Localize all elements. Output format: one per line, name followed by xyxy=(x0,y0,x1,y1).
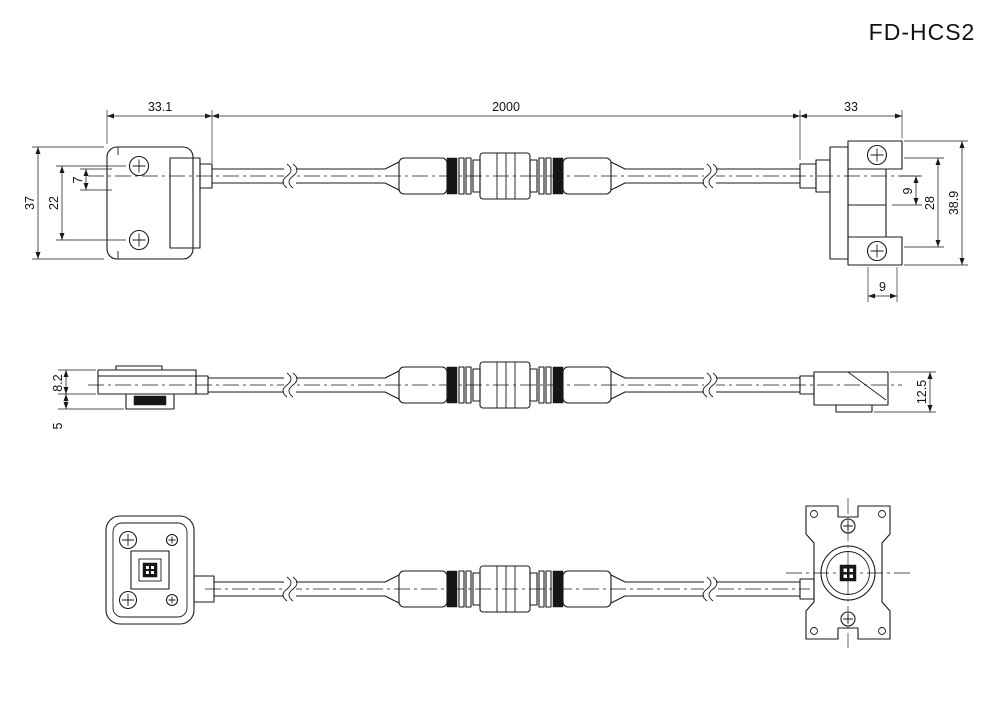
cable-break-icon xyxy=(702,372,718,398)
dim-label: 9 xyxy=(879,280,886,294)
dim-left-cable-offset: 7 xyxy=(71,168,112,191)
dim-side-left-body-height: 8.2 xyxy=(51,369,96,395)
dim-right-connector-width: 33 xyxy=(800,100,903,138)
dim-label: 7 xyxy=(71,176,85,183)
top-view xyxy=(88,140,920,266)
right-connector-side-view xyxy=(799,371,889,413)
dim-right-cable-offset: 9 xyxy=(892,175,922,206)
dim-label: 33 xyxy=(844,100,858,114)
screw-icon xyxy=(128,229,150,251)
dim-cable-length: 2000 xyxy=(212,100,801,160)
cable-break-icon xyxy=(282,163,298,189)
dim-side-right-overall-height: 12.5 xyxy=(874,371,936,413)
cable-side-view xyxy=(207,372,801,398)
dim-label: 33.1 xyxy=(148,100,172,114)
dim-left-overall-height: 37 xyxy=(23,146,104,260)
screw-icon xyxy=(840,611,856,627)
dim-label: 2000 xyxy=(492,100,520,114)
dim-label: 5 xyxy=(51,422,65,429)
drawing-title: FD-HCS2 xyxy=(869,19,976,45)
screw-icon xyxy=(118,590,138,610)
side-view xyxy=(88,361,902,413)
connector-pins xyxy=(146,566,154,574)
dim-label: 12.5 xyxy=(915,380,929,404)
right-connector-top-view xyxy=(799,140,903,266)
left-connector-front-view xyxy=(105,515,215,625)
connector-pins xyxy=(843,568,853,578)
front-view xyxy=(105,498,910,648)
cable-break-icon xyxy=(282,576,298,602)
screw-icon xyxy=(840,518,856,534)
dim-side-left-foot-height: 5 xyxy=(51,394,124,429)
dim-right-overall-height: 38.9 xyxy=(904,140,968,266)
dim-label: 28 xyxy=(923,196,937,210)
right-connector-front-view xyxy=(786,498,910,648)
dim-label: 38.9 xyxy=(947,191,961,215)
cable-top-view xyxy=(211,163,801,189)
screw-icon xyxy=(118,530,138,550)
cable-break-icon xyxy=(702,576,718,602)
dim-label: 9 xyxy=(901,187,915,194)
dim-label: 22 xyxy=(47,196,61,210)
screw-icon xyxy=(866,144,888,166)
left-connector-top-view xyxy=(106,146,213,260)
screw-icon xyxy=(165,533,179,547)
dim-right-screw-pitch: 28 xyxy=(904,157,944,248)
dim-right-flange-width: 9 xyxy=(867,267,898,302)
dim-label: 37 xyxy=(23,196,37,210)
left-connector-side-view xyxy=(97,365,209,410)
dim-left-screw-pitch: 22 xyxy=(47,165,126,241)
cable-front-view xyxy=(213,576,801,602)
screw-icon xyxy=(866,240,888,262)
dim-left-connector-width: 33.1 xyxy=(106,100,213,163)
screw-icon xyxy=(128,155,150,177)
dim-label: 8.2 xyxy=(51,374,65,391)
cable-break-icon xyxy=(282,372,298,398)
cable-break-icon xyxy=(702,163,718,189)
screw-icon xyxy=(165,593,179,607)
